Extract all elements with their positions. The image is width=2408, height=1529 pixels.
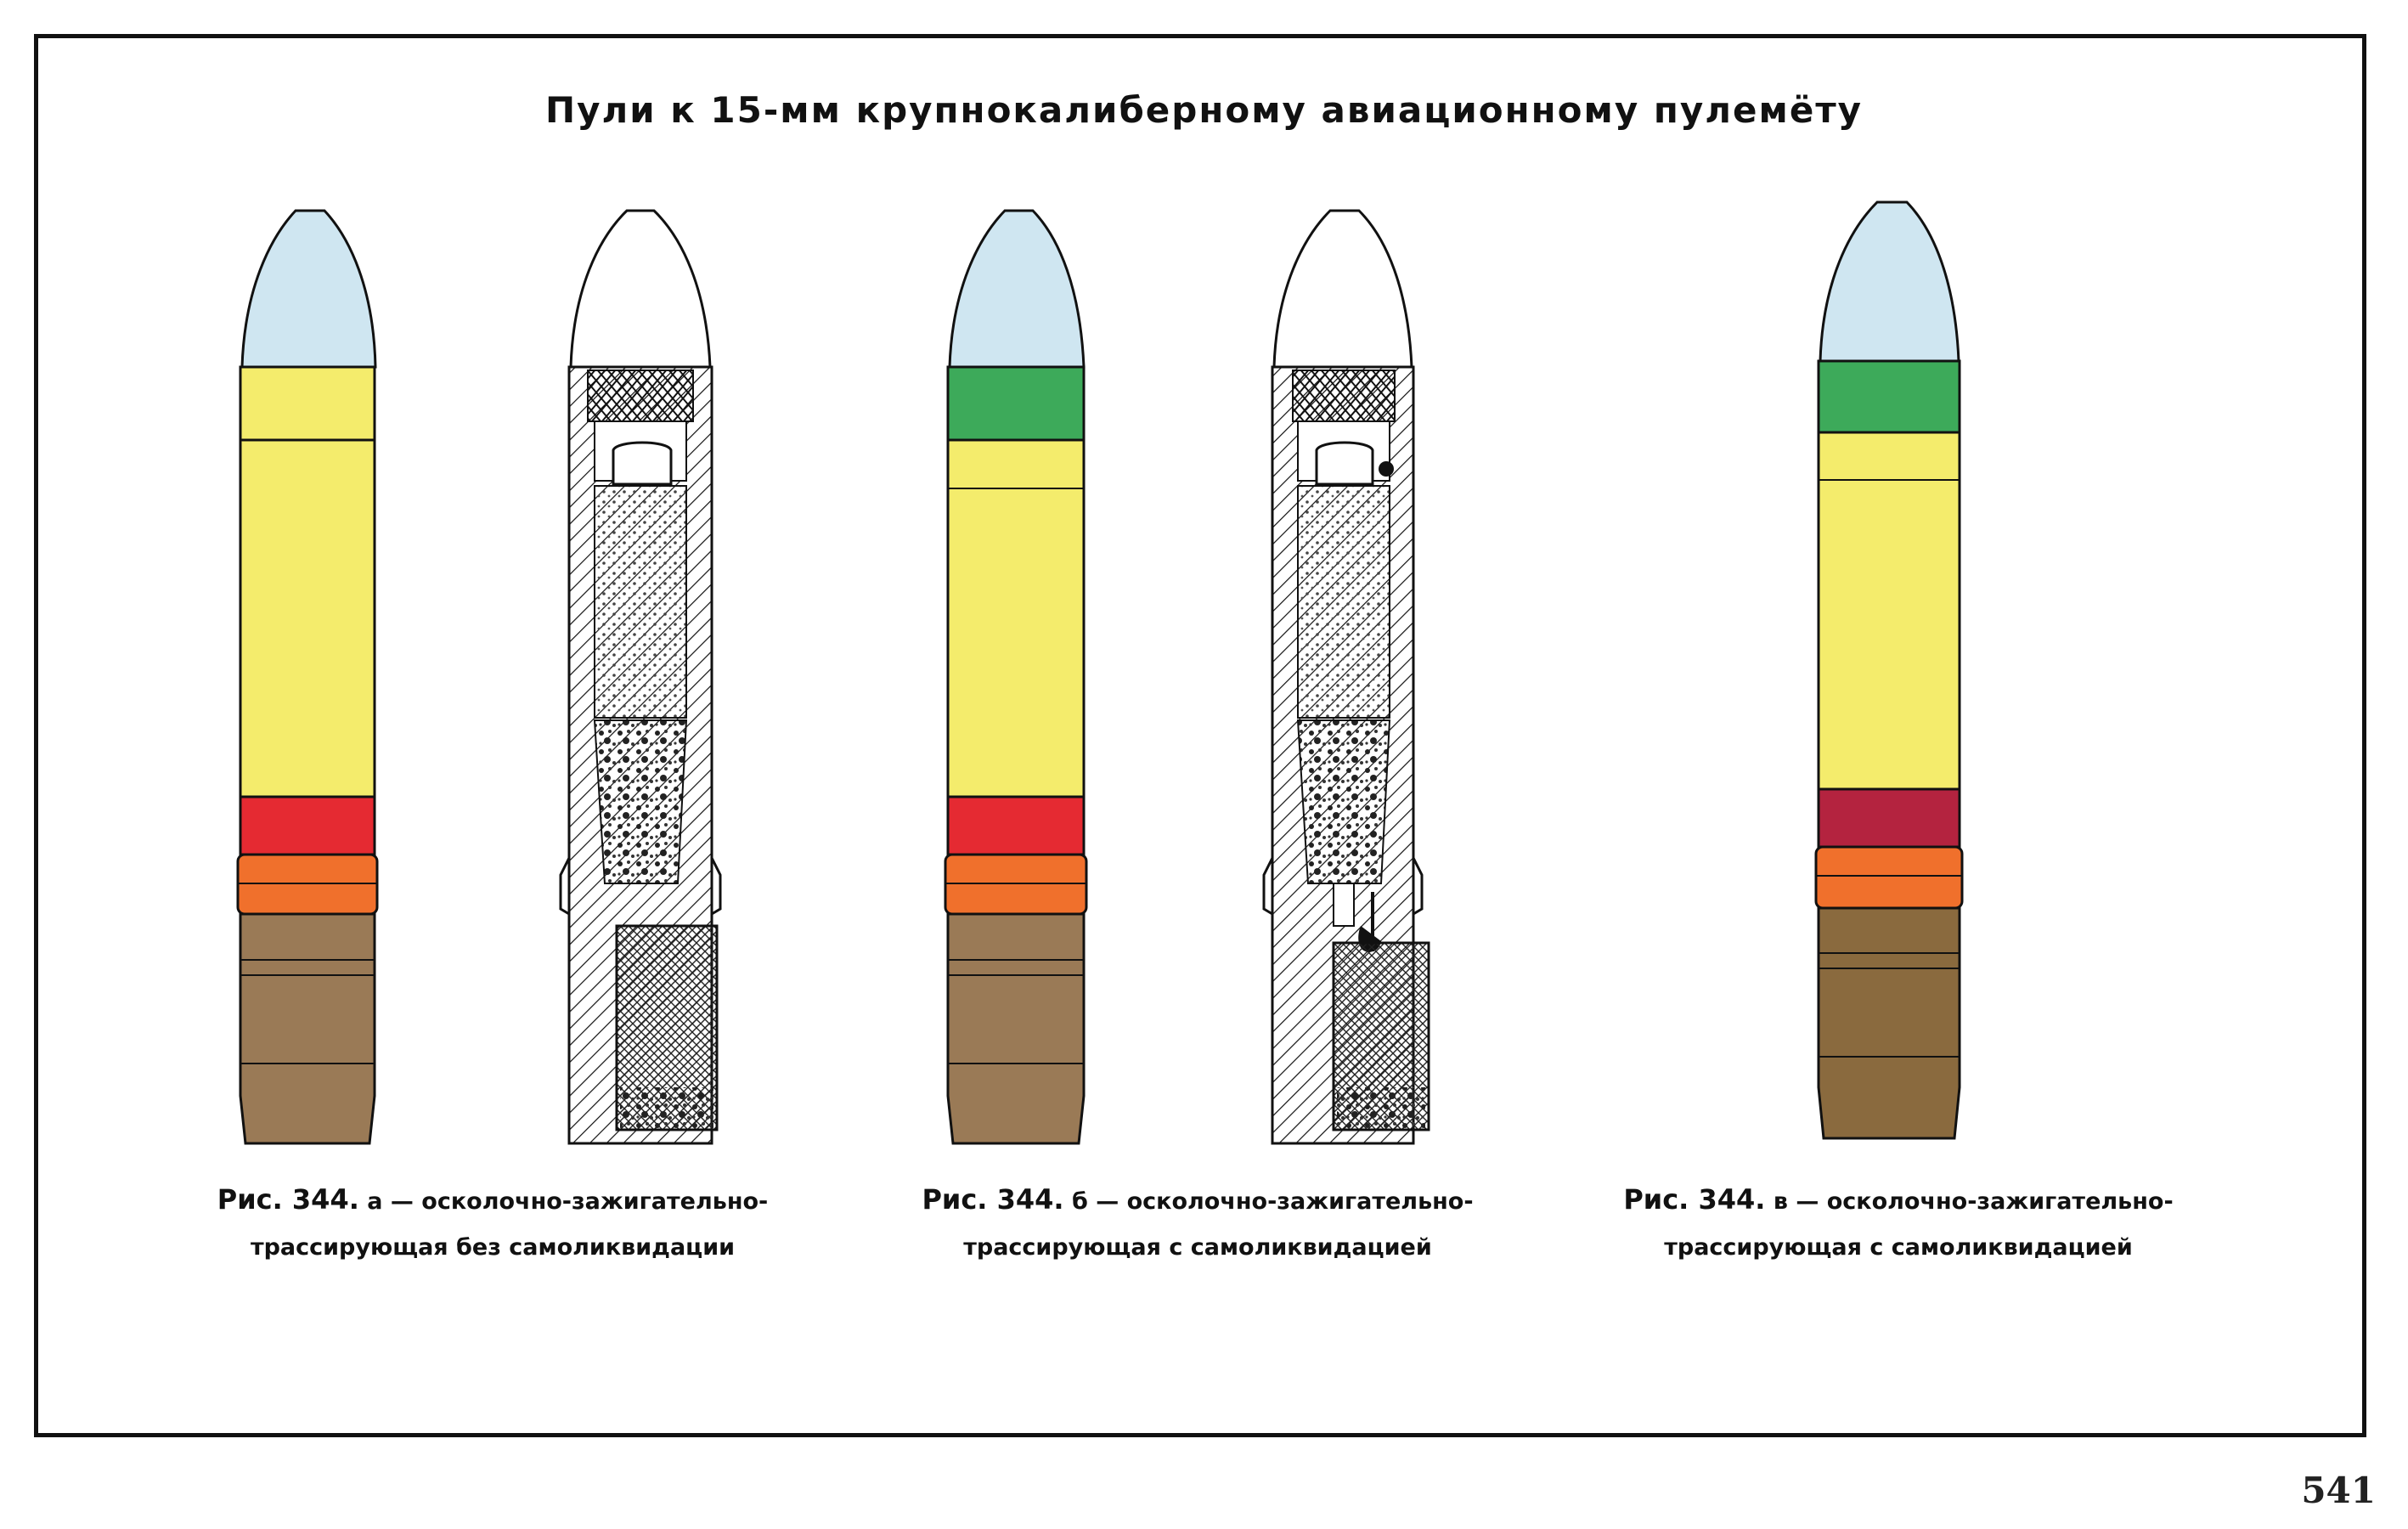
bullet-c-colored	[1814, 200, 1964, 1140]
caption-fig-344b-number: Рис. 344.	[922, 1183, 1064, 1216]
bullet-b-section	[1262, 209, 1430, 1145]
caption-fig-344a-number: Рис. 344.	[217, 1183, 359, 1216]
bullet-a-charge-coarse	[593, 719, 688, 884]
page-title: Пули к 15-мм крупнокалиберному авиационн…	[544, 89, 1864, 131]
bullet-c-green-band	[1817, 359, 1961, 434]
bullet-a-colored	[236, 209, 379, 1145]
bullet-c-dark-red-band	[1817, 787, 1961, 849]
bullet-a-red-band	[239, 795, 376, 856]
bullet-b-charge-fine	[1297, 485, 1390, 719]
bullet-b-cap	[1315, 441, 1374, 486]
bullet-b-tip	[948, 209, 1086, 369]
caption-fig-344b: Рис. 344. б — осколочно-зажигательно- тр…	[883, 1176, 1512, 1271]
bullet-a-yellow-body	[239, 438, 376, 798]
caption-fig-344b-line1: б — осколочно-зажигательно-	[1071, 1188, 1474, 1215]
caption-fig-344a-line1: а — осколочно-зажигательно-	[367, 1188, 769, 1215]
page-frame	[34, 34, 2366, 1437]
bullet-a-tip	[240, 209, 377, 369]
bullet-b-green-band	[946, 365, 1086, 442]
bullet-c-orange-band	[1814, 845, 1964, 910]
bullet-a-charge-fine	[594, 485, 687, 719]
bullet-a-section	[559, 209, 722, 1145]
bullet-a-yellow-top	[239, 365, 376, 442]
bullet-c-tip	[1819, 200, 1960, 363]
bullet-a-base	[239, 912, 376, 1145]
bullet-b-charge-coarse	[1296, 719, 1391, 884]
bullet-b-section-tip	[1272, 209, 1413, 369]
caption-fig-344a: Рис. 344. а — осколочно-зажигательно- тр…	[178, 1176, 807, 1271]
caption-fig-344v-line2: трассирующая с самоликвидацией	[1664, 1234, 2133, 1261]
caption-fig-344v: Рис. 344. в — осколочно-зажигательно- тр…	[1584, 1176, 2213, 1271]
bullet-b-yellow-body	[946, 438, 1086, 798]
caption-fig-344b-line2: трассирующая с самоликвидацией	[963, 1234, 1432, 1261]
bullet-c-base	[1817, 906, 1961, 1140]
bullet-b-red-band	[946, 795, 1086, 856]
bullet-b-thread	[1292, 370, 1396, 422]
bullet-a-thread	[587, 370, 694, 422]
caption-fig-344v-number: Рис. 344.	[1623, 1183, 1766, 1216]
caption-fig-344a-line2: трассирующая без самоликвидации	[250, 1234, 736, 1261]
caption-fig-344v-line1: в — осколочно-зажигательно-	[1773, 1188, 2174, 1215]
page-number: 541	[2301, 1470, 2376, 1511]
bullet-b-colored	[944, 209, 1088, 1145]
bullet-b-base	[946, 912, 1086, 1145]
bullet-a-section-tip	[569, 209, 712, 369]
bullet-c-yellow-body	[1817, 431, 1961, 791]
bullet-a-cap	[612, 441, 673, 486]
